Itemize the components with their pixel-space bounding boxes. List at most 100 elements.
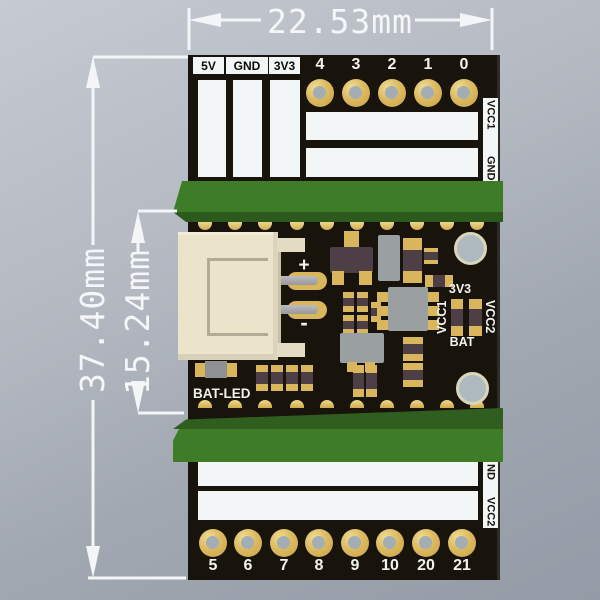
edge-via <box>320 400 334 408</box>
smd-pad <box>428 306 439 316</box>
smd-chip <box>424 248 438 264</box>
battery-connector-tab-bottom <box>277 343 305 357</box>
through-hole <box>306 79 334 107</box>
through-hole <box>342 79 370 107</box>
right-label-gnd: GND <box>484 155 497 180</box>
jumper-label-bat: BAT <box>449 335 475 349</box>
bottom-pin-7: 7 <box>279 557 289 574</box>
connector-pin <box>270 305 318 314</box>
bottom-pin-5: 5 <box>208 557 218 574</box>
smd-pad <box>344 231 359 249</box>
through-hole <box>378 79 406 107</box>
smd-passive <box>286 365 298 391</box>
charger-ic <box>340 333 384 363</box>
mounting-hole-bottom <box>456 372 489 405</box>
bus-bar-pad <box>198 491 478 520</box>
smd-passive <box>357 292 368 312</box>
jumper-label-3v3: 3V3 <box>448 282 472 296</box>
edge-via <box>290 400 304 408</box>
right-label-vcc2: VCC2 <box>484 496 497 526</box>
jumper-label-vcc2: VCC2 <box>483 300 497 334</box>
edge-via <box>350 222 364 230</box>
power-label-3v3-text: 3V3 <box>273 58 296 73</box>
jumper-label-vcc1: VCC1 <box>435 300 449 334</box>
edge-via <box>410 222 424 230</box>
smd-passive <box>403 363 423 387</box>
plus-mark: + <box>298 255 310 276</box>
bottom-pin-10: 10 <box>381 557 399 574</box>
sot23-transistor <box>330 247 373 273</box>
pcb-board: 5V GND 3V3 4 3 2 1 0 VCC1 GND <box>173 55 503 580</box>
terminal-block-bottom <box>173 408 503 462</box>
bat-led <box>205 361 227 378</box>
minus-mark: - <box>300 310 308 335</box>
through-hole <box>199 529 227 557</box>
dimension-width-label: 22.53mm <box>266 2 414 41</box>
right-label-nd: ND <box>484 464 497 480</box>
terminal-block-top-bevel <box>173 212 503 222</box>
power-rail-pad <box>198 80 226 177</box>
terminal-block-bottom-front-face <box>173 429 503 462</box>
through-hole <box>412 529 440 557</box>
smd-pad <box>377 306 388 316</box>
bottom-pin-20: 20 <box>417 557 435 574</box>
smd-passive <box>343 315 354 335</box>
top-pin-1: 1 <box>423 56 433 73</box>
right-edge-label-strip-bottom: ND VCC2 <box>483 462 498 528</box>
terminal-block-bottom-top-face <box>173 408 503 429</box>
through-hole <box>270 529 298 557</box>
smd-pad <box>377 320 388 330</box>
edge-via <box>290 222 304 230</box>
top-pin-4: 4 <box>315 56 325 73</box>
edge-via <box>198 400 212 408</box>
terminal-block-top-face <box>173 181 503 212</box>
right-label-vcc1: VCC1 <box>484 100 497 130</box>
bus-bar-pad <box>198 461 478 486</box>
smd-pad <box>347 362 357 372</box>
terminal-block-top <box>173 181 503 222</box>
dimension-height-label: 37.40mm <box>73 246 112 394</box>
through-hole <box>305 529 333 557</box>
edge-via <box>410 400 424 408</box>
battery-connector <box>178 232 278 360</box>
smd-pad <box>332 271 344 285</box>
smd-passive <box>256 365 268 391</box>
regulator-ic <box>388 287 428 331</box>
edge-via <box>380 222 394 230</box>
bus-bar-pad <box>306 148 478 177</box>
smd-capacitor <box>378 235 400 281</box>
smd-passive <box>357 315 368 335</box>
battery-connector-tab-top <box>277 238 305 252</box>
smd-pad <box>428 320 439 330</box>
edge-via <box>470 222 484 230</box>
power-label-gnd: GND <box>226 57 268 74</box>
edge-via <box>320 222 334 230</box>
top-pin-2: 2 <box>387 56 397 73</box>
mounting-hole-top <box>454 232 487 265</box>
power-label-5v-text: 5V <box>201 58 216 73</box>
edge-via <box>228 222 242 230</box>
power-rail-pad <box>233 80 262 177</box>
smd-passive <box>271 365 283 391</box>
smd-passive <box>371 302 381 322</box>
edge-via <box>258 222 272 230</box>
smd-pad <box>428 292 439 302</box>
smd-chip <box>425 275 453 287</box>
through-hole <box>234 529 262 557</box>
connector-pin <box>270 276 318 285</box>
smd-pad <box>377 292 388 302</box>
smd-passive <box>301 365 313 391</box>
smd-passive <box>366 365 377 397</box>
battery-connector-shroud-edge <box>278 252 281 343</box>
bottom-pin-6: 6 <box>243 557 253 574</box>
bottom-pin-21: 21 <box>453 557 471 574</box>
smd-pad <box>195 363 205 377</box>
through-hole <box>414 79 442 107</box>
bus-bar-pad <box>306 112 478 140</box>
jumper-pad-vcc1 <box>451 299 463 336</box>
dimension-inner-height-label: 15.24mm <box>118 248 157 396</box>
edge-via <box>440 222 454 230</box>
power-rail-pad <box>270 80 300 177</box>
through-hole <box>450 79 478 107</box>
